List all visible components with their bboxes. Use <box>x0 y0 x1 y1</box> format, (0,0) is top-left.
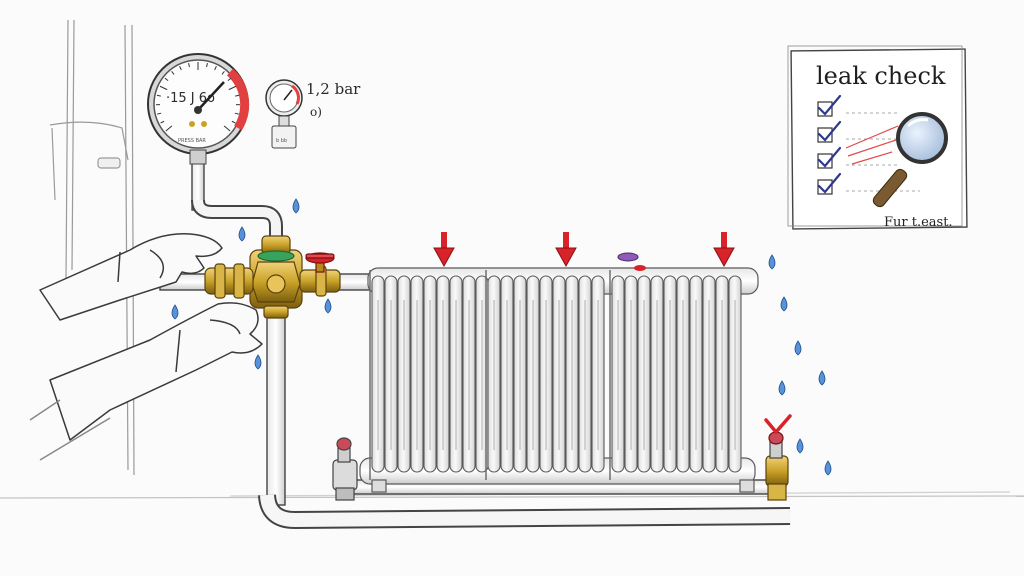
magnifying-glass-icon <box>845 112 948 208</box>
red-arrows <box>433 232 735 268</box>
water-droplet-icon <box>824 460 832 476</box>
water-droplet-icon <box>254 354 262 370</box>
small-gauge-subtext: o) <box>310 105 322 119</box>
small-pressure-gauge: b bb 1,2 bar o) <box>265 79 361 149</box>
red-down-arrow-icon <box>555 232 577 268</box>
bottom-right-valve <box>765 431 789 501</box>
water-droplets <box>171 198 832 476</box>
vertical-supply-pipe <box>266 299 286 506</box>
checkbox-checked-icon <box>817 146 900 169</box>
gauge-tick <box>156 94 161 97</box>
manifold-left-fitting <box>204 267 254 295</box>
isolation-valve <box>305 252 335 273</box>
radiator <box>359 267 759 493</box>
water-droplet-icon <box>780 296 788 312</box>
bottom-left-valve <box>332 437 358 501</box>
red-down-arrow-icon <box>433 232 455 268</box>
radiator-foot-left <box>371 479 387 493</box>
small-gauge-tag <box>271 125 297 149</box>
lower-hand <box>49 302 263 441</box>
radiator-foot-right <box>739 479 755 493</box>
water-droplet-icon <box>796 438 804 454</box>
gauge-tick <box>228 85 237 91</box>
water-droplet-icon <box>238 226 246 242</box>
gauge-tick <box>234 112 239 115</box>
red-checkmark-marker <box>764 414 792 435</box>
gauge-tick <box>235 94 240 97</box>
water-droplet-icon <box>768 254 776 270</box>
small-gauge-tag-text: b bb <box>276 138 287 144</box>
gauge-scale-label: PRESS BAR <box>178 138 206 144</box>
background-sketch <box>0 19 1024 499</box>
checkbox-checked-icon <box>817 172 920 195</box>
brass-manifold <box>204 235 341 319</box>
checkbox-checked-icon <box>817 94 900 117</box>
upper-hand <box>39 233 223 321</box>
radiator-top-markers <box>617 252 646 271</box>
gauge-tick <box>171 71 175 75</box>
gauge-dial-numbers: ·15 J 6o <box>166 91 215 106</box>
note-footer: Fur t.east. <box>884 215 953 230</box>
water-droplet-icon <box>818 370 826 386</box>
gauge-tick <box>221 71 225 75</box>
gauge-tick <box>223 125 231 132</box>
red-down-arrow-icon <box>713 232 735 268</box>
gauge-needle <box>197 81 225 111</box>
water-droplet-icon <box>794 340 802 356</box>
gauge-tick <box>214 66 217 71</box>
hands <box>29 233 263 461</box>
gauge-tick <box>227 77 232 81</box>
note-title: leak check <box>816 62 946 90</box>
gauge-tick <box>179 66 182 71</box>
gauge-tick <box>159 85 168 91</box>
manifold-bottom-fitting <box>263 305 289 319</box>
checkbox-checked-icon <box>817 120 920 143</box>
gauge-tick <box>231 120 236 124</box>
gauge-tick <box>206 62 208 68</box>
main-pressure-gauge: ·15 J 6o PRESS BAR <box>147 53 250 165</box>
gauge-tick <box>164 77 169 81</box>
gauge-tick <box>165 125 173 132</box>
water-droplet-icon <box>171 304 179 320</box>
small-gauge-reading: 1,2 bar <box>306 80 361 98</box>
water-droplet-icon <box>778 380 786 396</box>
gauge-tick <box>157 112 162 115</box>
water-droplet-icon <box>324 298 332 314</box>
water-droplet-icon <box>292 198 300 214</box>
leak-check-note: leak check Fur t.east. <box>787 45 968 230</box>
gauge-tick <box>188 62 190 68</box>
gauge-tick <box>160 120 165 124</box>
